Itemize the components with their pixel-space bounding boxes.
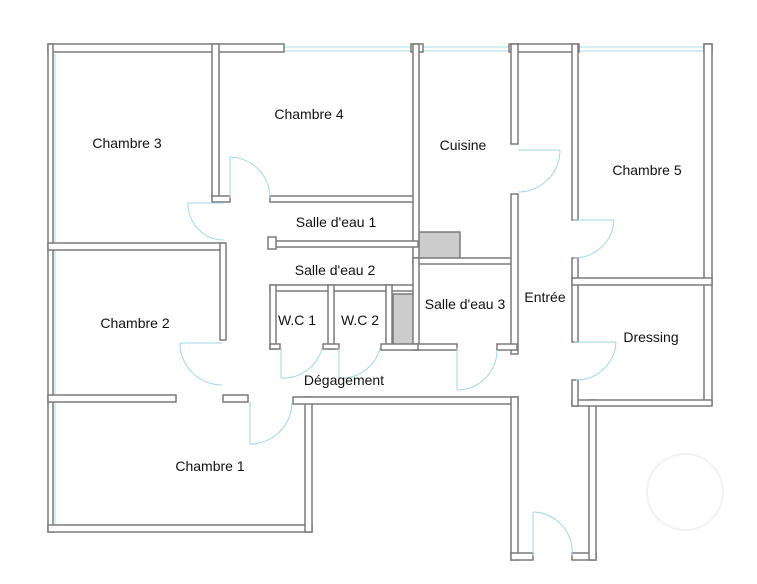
wall-wc2-right <box>385 284 393 350</box>
wall-ch5-left-top <box>571 43 579 221</box>
wall-sde1-bottom <box>269 240 419 248</box>
wall-top-chambre1-right <box>292 396 519 405</box>
shaft-near-wc2 <box>392 293 415 349</box>
wall-ch3-right <box>211 43 220 199</box>
door-chambre2 <box>179 342 223 386</box>
room-label-chambre3: Chambre 3 <box>92 135 161 151</box>
door-dressing <box>574 341 617 381</box>
wall-ch4-cuisine <box>412 43 420 263</box>
wall-right <box>703 43 713 405</box>
wall-wc1-left <box>269 284 277 350</box>
door-chambre3 <box>187 202 225 241</box>
wall-left <box>47 43 54 533</box>
wall-sde3-bottom <box>412 343 458 351</box>
doors <box>179 149 617 557</box>
wall-cuisine-bottom <box>412 257 518 265</box>
door-wc2 <box>338 347 381 379</box>
wall-ch2-ch1 <box>47 394 177 403</box>
door-entree <box>532 511 573 557</box>
wall-cuisine-right-bottom <box>510 193 519 355</box>
room-label-wc1: W.C 1 <box>278 312 316 328</box>
room-label-salle-eau-2: Salle d'eau 2 <box>295 262 376 278</box>
wall-stub <box>267 236 277 250</box>
wall-ch2-right <box>219 242 227 341</box>
wall-top-left <box>47 43 285 53</box>
shafts <box>392 231 461 349</box>
room-label-chambre2: Chambre 2 <box>100 315 169 331</box>
wall-ch5-left-bottom <box>571 257 579 343</box>
wall-top-mid2 <box>508 43 580 53</box>
door-chambre1 <box>249 401 293 445</box>
wall-ch5-bottom <box>571 277 713 286</box>
room-label-dressing: Dressing <box>623 329 678 345</box>
wall-wc-bottom-1 <box>269 343 281 350</box>
shaft-near-cuisine <box>417 231 461 261</box>
room-label-degagement: Dégagement <box>304 372 384 388</box>
walls <box>47 43 713 561</box>
wall-sde3-left <box>412 257 420 351</box>
room-label-chambre4: Chambre 4 <box>274 106 343 122</box>
room-label-entree: Entrée <box>524 289 565 305</box>
door-cuisine <box>517 149 561 193</box>
wall-dressing-left <box>571 379 579 407</box>
wall-bottom-chambre1 <box>47 524 313 533</box>
wall-dressing-bottom <box>571 399 713 407</box>
room-label-salle-eau-3: Salle d'eau 3 <box>425 296 506 312</box>
door-wc1 <box>280 347 323 379</box>
wall-entree-bottom-left <box>510 552 534 561</box>
room-label-wc2: W.C 2 <box>341 312 379 328</box>
room-label-chambre5: Chambre 5 <box>612 162 681 178</box>
room-label-salle-eau-1: Salle d'eau 1 <box>296 214 377 230</box>
room-labels: Chambre 3 Chambre 4 Cuisine Chambre 5 Sa… <box>92 106 681 474</box>
wall-right-chambre1 <box>304 396 313 533</box>
wall-ch4-bottom <box>211 195 231 203</box>
wall-ch3-ch2 <box>47 242 225 251</box>
wall-wc1-right <box>327 284 335 350</box>
wall-ch4-bottom-b <box>269 195 419 203</box>
window-top-cuisine <box>419 46 513 52</box>
door-salle-eau-3 <box>456 348 498 391</box>
wall-entree-left <box>510 396 519 561</box>
wall-entree-right <box>588 399 597 561</box>
window-top-chambre4 <box>282 46 416 52</box>
window-top-chambre5 <box>575 46 707 52</box>
room-label-chambre1: Chambre 1 <box>175 458 244 474</box>
wall-wc-bottom-2 <box>322 343 340 350</box>
wall-sde2-bottom <box>269 284 419 292</box>
wall-wc-bottom-3 <box>380 343 419 351</box>
room-label-cuisine: Cuisine <box>440 137 487 153</box>
wall-ch2-ch1-b <box>222 394 249 403</box>
door-chambre5 <box>573 219 615 259</box>
watermark <box>646 453 724 531</box>
wall-cuisine-right-top <box>510 43 519 145</box>
door-chambre4 <box>229 156 271 199</box>
wall-sde3-bottom-b <box>496 343 518 351</box>
